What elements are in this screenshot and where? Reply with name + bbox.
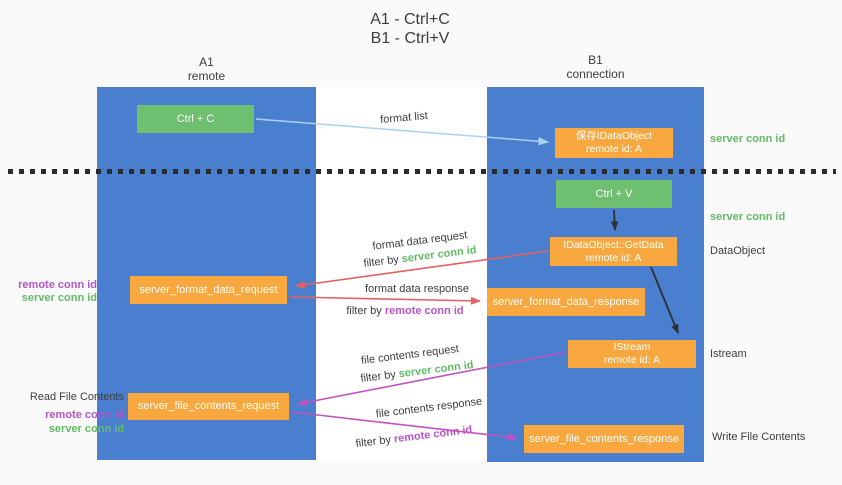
column-header-b1: B1 connection: [487, 53, 704, 81]
server-format-data-request-box: server_format_data_request: [130, 276, 287, 304]
server-file-contents-request-box: server_file_contents_request: [128, 393, 289, 420]
annotation-istream: Istream: [710, 348, 747, 360]
annotation-server-conn-id-right-mid: server conn id: [710, 211, 786, 223]
column-a1-name: A1: [199, 55, 214, 69]
title-line-2: B1 - Ctrl+V: [370, 30, 450, 47]
annotation-write-file-contents: Write File Contents: [712, 431, 806, 443]
save-idataobject-line2: remote id: A: [585, 143, 643, 155]
istream-box: IStream remote id: A: [568, 340, 696, 368]
annotation-remote-conn-id-bottom: remote conn id: [45, 409, 124, 421]
server-format-data-request-label: server_format_data_request: [139, 283, 278, 296]
ctrl-c-box: Ctrl + C: [137, 105, 254, 133]
column-b1-role: connection: [566, 67, 625, 81]
label-format-data-response: format data response: [365, 283, 469, 295]
annotation-server-conn-id-right-top: server conn id: [710, 133, 786, 145]
column-header-a1: A1 remote: [97, 55, 316, 83]
column-b1-name: B1: [588, 53, 603, 67]
server-format-data-response-label: server_format_data_response: [492, 295, 640, 308]
annotation-remote-conn-id-top: remote conn id: [18, 279, 97, 291]
column-a1-role: remote: [187, 69, 226, 83]
istream-line1: IStream: [613, 341, 651, 353]
server-format-data-response-box: server_format_data_response: [487, 288, 645, 316]
ctrl-v-box: Ctrl + V: [556, 180, 672, 208]
server-file-contents-response-label: server_file_contents_response: [529, 432, 679, 445]
annotation-dataobject: DataObject: [710, 245, 766, 257]
idataobject-getdata-box: IDataObject::GetData remote id: A: [550, 237, 677, 266]
annotation-server-conn-id-left-top: server conn id: [21, 292, 97, 304]
separator-dotted-line: [8, 169, 836, 174]
filter-by-text: filter by: [346, 305, 382, 317]
diagram-title: A1 - Ctrl+C B1 - Ctrl+V: [0, 10, 820, 48]
getdata-line2: remote id: A: [585, 251, 642, 264]
ctrl-v-label: Ctrl + V: [595, 187, 633, 200]
ctrl-c-label: Ctrl + C: [176, 112, 215, 125]
server-file-contents-request-label: server_file_contents_request: [137, 400, 280, 412]
annotation-read-file-contents: Read File Contents: [29, 391, 124, 403]
istream-line2: remote id: A: [603, 354, 661, 366]
save-idataobject-line1: 保存IDataObject: [575, 130, 653, 142]
getdata-line1: IDataObject::GetData: [563, 238, 664, 251]
annotation-server-conn-id-left-bottom: server conn id: [48, 423, 124, 435]
server-file-contents-response-box: server_file_contents_response: [524, 425, 684, 453]
title-line-1: A1 - Ctrl+C: [370, 11, 450, 28]
filter-key-remote-conn-id: remote conn id: [384, 305, 464, 317]
save-idataobject-box: 保存IDataObject remote id: A: [555, 128, 673, 158]
